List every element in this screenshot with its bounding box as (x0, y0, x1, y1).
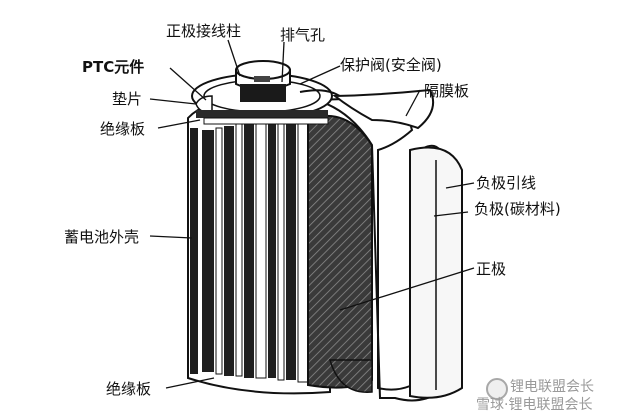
top-cap (191, 60, 346, 125)
label-gasket: 垫片 (112, 90, 143, 108)
label-top-insulator: 绝缘板 (100, 120, 146, 138)
label-positive-electrode: 正极 (476, 260, 507, 278)
label-positive-terminal: 正极接线柱 (166, 22, 242, 40)
label-vent-hole: 排气孔 (280, 26, 326, 44)
watermark-line2: 雪球·锂电联盟会长 (476, 397, 593, 413)
leader-lines (149, 39, 475, 389)
label-ptc-element: PTC元件 (82, 58, 145, 76)
label-negative-electrode: 负极(碳材料) (474, 200, 561, 218)
hatched-inner-wrap (329, 359, 373, 393)
separator-flap (332, 88, 434, 130)
watermark-line1: 锂电联盟会长 (510, 379, 594, 395)
label-separator: 隔膜板 (424, 82, 470, 100)
label-negative-lead: 负极引线 (476, 174, 537, 192)
label-battery-case: 蓄电池外壳 (64, 228, 140, 246)
label-bottom-insulator: 绝缘板 (106, 380, 152, 398)
watermark-logo-icon (486, 378, 508, 400)
positive-electrode-sheet (307, 114, 373, 389)
label-safety-valve: 保护阀(安全阀) (340, 56, 442, 74)
